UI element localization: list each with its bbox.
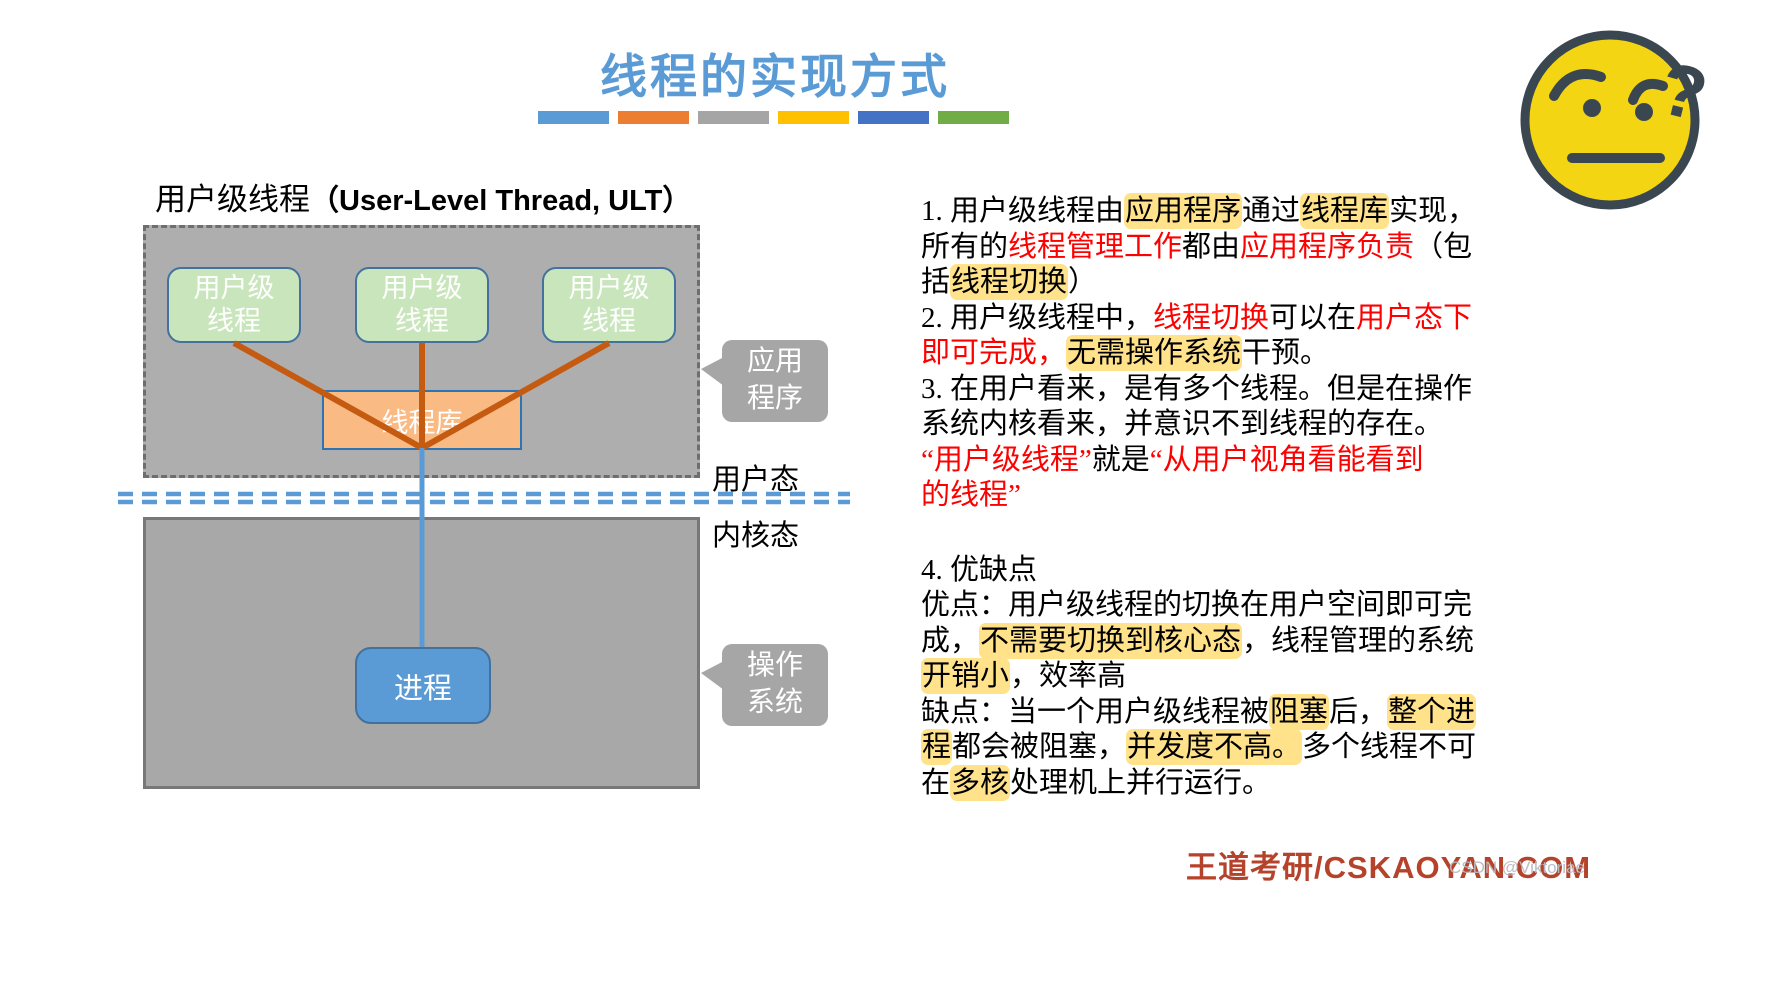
- notes-line: 所有的线程管理工作都由应用程序负责（包: [921, 230, 1476, 266]
- notes-line: 1. 用户级线程由应用程序通过线程库实现，: [921, 193, 1477, 230]
- highlighted-text: 并发度不高。: [1126, 729, 1303, 765]
- notes-line: 在多核处理机上并行运行。: [921, 764, 1476, 802]
- text: 缺点：当一个用户级线程被: [921, 695, 1270, 728]
- os-callout-label: 系统: [746, 687, 803, 718]
- process-label: 进程: [393, 672, 452, 705]
- highlighted-text: 整个进: [1387, 693, 1477, 730]
- text: 括: [921, 266, 951, 298]
- notes-line: 程都会被阻塞，并发度不高。多个线程不可: [921, 729, 1477, 766]
- user-mode-label: 用户态: [712, 464, 800, 496]
- user-thread-label: 用户级: [193, 273, 275, 303]
- os-callout-label: 操作: [746, 650, 803, 681]
- os-callout: 操作 系统: [701, 644, 828, 726]
- text: （包: [1414, 230, 1473, 263]
- thread-library-box: 线程库: [322, 390, 522, 450]
- notes-line: 缺点：当一个用户级线程被阻塞后，整个进: [921, 693, 1477, 731]
- notes-line: 开销小，效率高: [921, 658, 1476, 695]
- text: 1. 用户级线程由: [921, 195, 1125, 227]
- highlighted-text: 应用程序: [1124, 193, 1243, 229]
- red-text: 的线程”: [921, 479, 1021, 511]
- user-thread-label: 用户级: [381, 273, 463, 303]
- text: 3. 在用户看来，是有多个线程。但是在操作: [921, 372, 1473, 405]
- notes: 1. 用户级线程由应用程序通过线程库实现，所有的线程管理工作都由应用程序负责（包…: [921, 193, 1477, 802]
- notes-line: 成，不需要切换到核心态，线程管理的系统: [921, 622, 1476, 660]
- accent-bar: [618, 111, 689, 124]
- red-text: “从用户视角看能看到: [1149, 443, 1424, 476]
- red-text: 线程管理工作: [1008, 230, 1183, 263]
- text: 后，: [1329, 695, 1388, 728]
- user-thread-label: 线程: [582, 306, 636, 336]
- application-callout-label: 应用: [746, 346, 803, 377]
- notes-line: 即可完成，无需操作系统干预。: [921, 335, 1476, 372]
- text: 所有的: [921, 230, 1009, 263]
- red-text: 线程切换: [1153, 301, 1270, 334]
- accent-bar: [538, 111, 609, 124]
- notes-line: 3. 在用户看来，是有多个线程。但是在操作: [921, 372, 1476, 408]
- user-thread-label: 用户级: [568, 273, 650, 303]
- accent-bars: [538, 111, 1009, 124]
- callout-tail: [701, 661, 724, 690]
- highlighted-text: 阻塞: [1269, 693, 1330, 730]
- application-callout-label: 程序: [746, 383, 803, 414]
- text: 通过: [1242, 195, 1301, 227]
- highlighted-text: 程: [921, 729, 953, 765]
- user-thread-label: 线程: [207, 306, 261, 336]
- thinking-face-icon: ?: [1520, 30, 1715, 210]
- text: ）: [1068, 266, 1098, 298]
- text: 优点：用户级线程的切换在用户空间即可完: [921, 589, 1473, 621]
- highlighted-text: 开销小: [921, 658, 1011, 694]
- highlighted-text: 线程库: [1300, 193, 1390, 229]
- callout-tail: [701, 357, 724, 386]
- text: 都会被阻塞，: [952, 731, 1127, 763]
- text: 4. 优缺点: [921, 553, 1038, 586]
- accent-bar: [698, 111, 769, 124]
- accent-bar: [778, 111, 849, 124]
- text: 实现，: [1389, 195, 1477, 227]
- notes-line: 的线程”: [921, 478, 1476, 514]
- red-text: 应用程序负责: [1240, 230, 1415, 263]
- user-thread-box-2: 用户级 线程: [355, 267, 489, 343]
- text: 在: [921, 766, 951, 799]
- application-callout: 应用 程序: [701, 340, 828, 422]
- watermark-text: CSDN @Viktoriae: [1449, 858, 1585, 877]
- page-title: 线程的实现方式: [600, 52, 950, 104]
- text: 系统内核看来，并意识不到线程的存在。: [921, 408, 1444, 440]
- notes-line: 括线程切换）: [921, 264, 1476, 301]
- diagram-heading-en: （User-Level Thread, ULT）: [310, 185, 692, 217]
- text: ，效率高: [1010, 660, 1127, 692]
- user-thread-box-3: 用户级 线程: [542, 267, 676, 343]
- notes-line: “用户级线程”就是“从用户视角看能看到: [921, 443, 1476, 479]
- text: 处理机上并行运行。: [1010, 766, 1272, 799]
- text: 干预。: [1242, 337, 1330, 369]
- highlighted-text: 多核: [950, 764, 1011, 801]
- text: 就是: [1091, 443, 1150, 476]
- text: 都由: [1182, 230, 1241, 263]
- highlighted-text: 不需要切换到核心态: [979, 622, 1243, 659]
- text: 成，: [921, 624, 980, 657]
- highlighted-text: 线程切换: [950, 264, 1069, 300]
- highlighted-text: 无需操作系统: [1066, 335, 1243, 371]
- notes-line: 系统内核看来，并意识不到线程的存在。: [921, 407, 1476, 443]
- user-thread-box-1: 用户级 线程: [167, 267, 301, 343]
- text: ，线程管理的系统: [1242, 624, 1475, 657]
- process-box: 进程: [355, 647, 491, 724]
- text: 2. 用户级线程中，: [921, 301, 1154, 334]
- red-text: “用户级线程”: [921, 443, 1092, 476]
- diagram-heading-cn: 用户级线程: [155, 182, 310, 217]
- text: 可以在: [1269, 301, 1357, 334]
- diagram-heading: 用户级线程（User-Level Thread, ULT）: [155, 174, 691, 219]
- notes-line: 4. 优缺点: [921, 553, 1476, 589]
- notes-line: 优点：用户级线程的切换在用户空间即可完: [921, 588, 1476, 624]
- text: 多个线程不可: [1302, 731, 1477, 763]
- user-thread-label: 线程: [395, 306, 449, 336]
- accent-bar: [858, 111, 929, 124]
- brand-text: 王道考研/CSKAOYAN.COM: [1186, 850, 1592, 885]
- notes-line: 2. 用户级线程中，线程切换可以在用户态下: [921, 301, 1476, 337]
- accent-bar: [938, 111, 1009, 124]
- red-text: 用户态下: [1356, 301, 1473, 334]
- kernel-mode-label: 内核态: [712, 520, 800, 552]
- red-text: 即可完成，: [921, 337, 1067, 369]
- thread-library-label: 线程库: [381, 407, 463, 438]
